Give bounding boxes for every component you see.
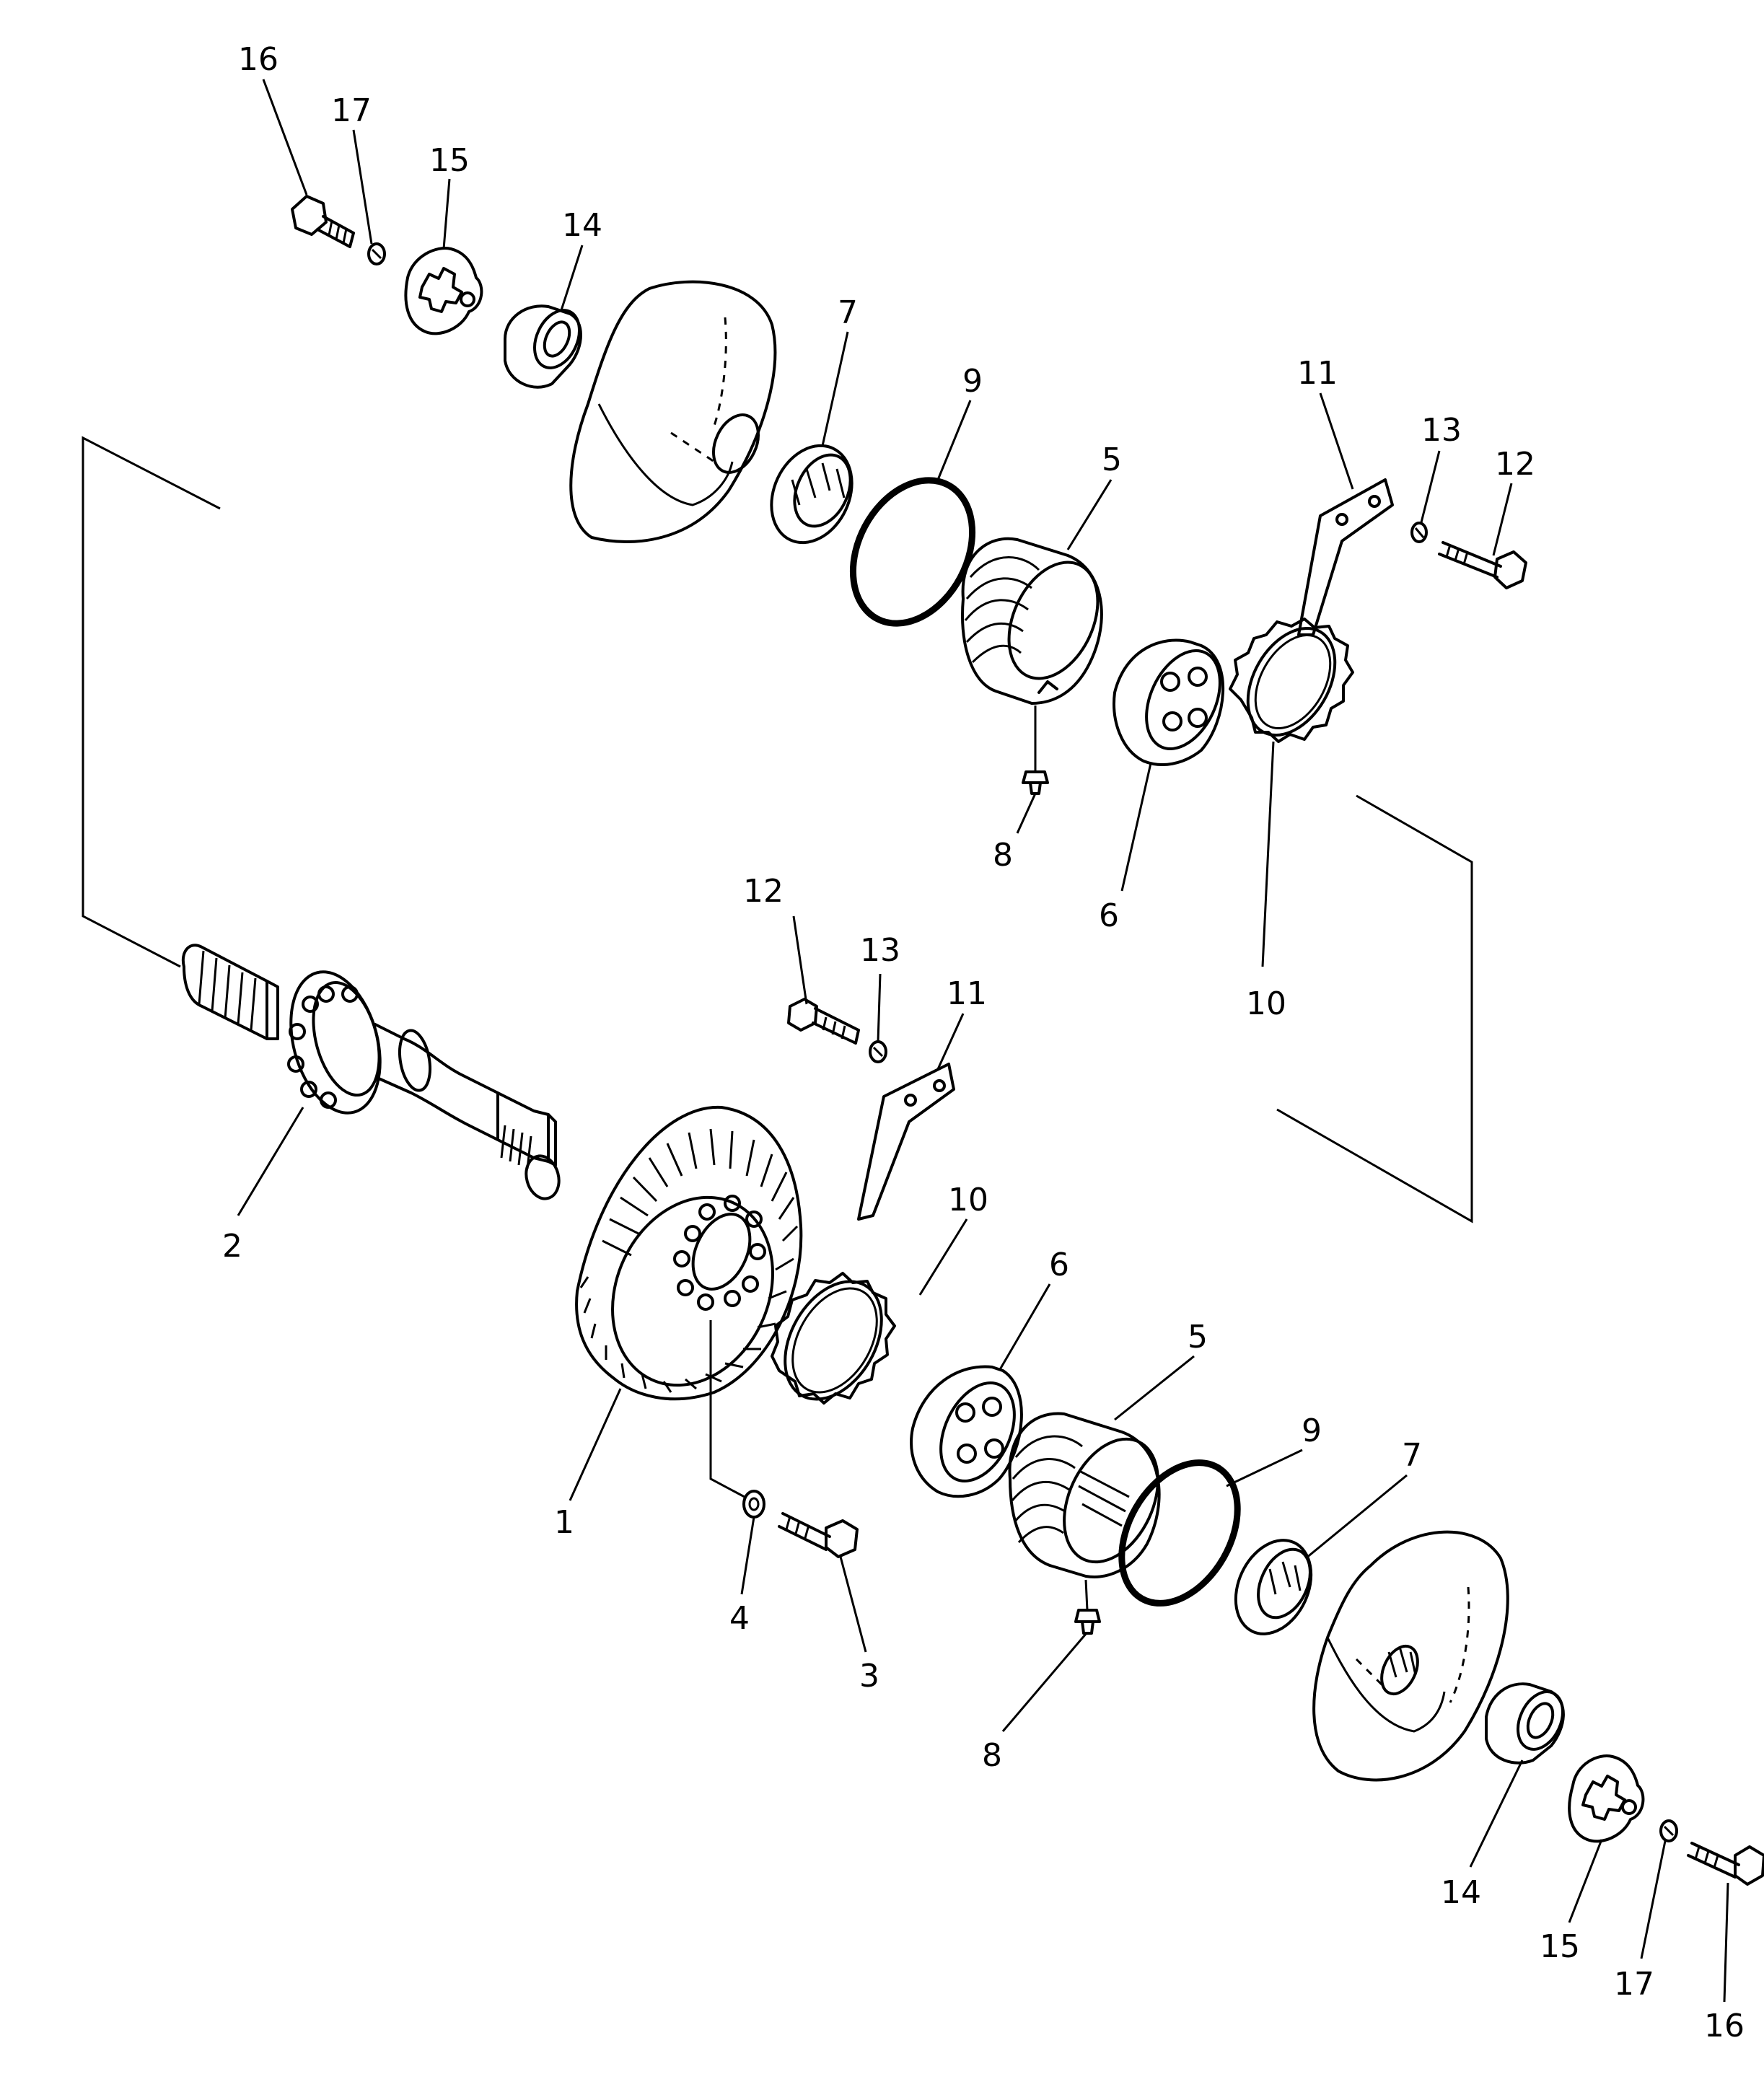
- group-bracket-left: [82, 436, 221, 968]
- callout-1: 1: [554, 1504, 574, 1541]
- part-8-plug-upper: [1022, 770, 1049, 795]
- callout-8-upper: 8: [993, 837, 1013, 874]
- part-11-lock-bracket-upper: [1297, 478, 1394, 636]
- callout-6-upper: 6: [1099, 897, 1119, 934]
- leader-lines: [237, 79, 1729, 2003]
- retainer-cover-upper: [569, 280, 777, 544]
- part-14-seal-lower: [1485, 1682, 1565, 1765]
- callout-5-upper: 5: [1102, 441, 1122, 478]
- part-11-lock-bracket-lower: [857, 1063, 955, 1221]
- part-16-bolt-lower: [1687, 1842, 1764, 1886]
- part-5-cage-upper: [961, 537, 1103, 705]
- part-13-washer-lower: [869, 1040, 887, 1063]
- part-15-lock-plate-lower: [1568, 1754, 1645, 1843]
- callout-13-upper: 13: [1421, 412, 1462, 449]
- callout-10-lower: 10: [948, 1182, 988, 1218]
- group-bracket-right: [1276, 794, 1473, 1223]
- retainer-cover-lower: [1312, 1530, 1509, 1782]
- part-15-lock-plate-upper: [404, 247, 483, 335]
- part-17-washer-lower: [1659, 1819, 1678, 1842]
- callout-10-upper: 10: [1246, 985, 1286, 1022]
- part-17-washer-upper: [367, 242, 386, 265]
- callout-2: 2: [222, 1228, 242, 1265]
- part-13-washer-upper: [1410, 522, 1428, 543]
- part-5-cage-lower: [1008, 1412, 1161, 1578]
- callout-11-upper: 11: [1297, 355, 1338, 392]
- callout-14-lower: 14: [1441, 1874, 1481, 1911]
- callout-13-lower: 13: [860, 932, 900, 969]
- callout-4: 4: [729, 1600, 750, 1637]
- part-12-bolt-lower: [787, 998, 860, 1045]
- part-12-bolt-upper: [1438, 541, 1527, 589]
- callout-8-lower: 8: [982, 1737, 1002, 1774]
- part-7-bearing-upper: [770, 444, 854, 545]
- part-1-bevel-gear: [575, 1105, 803, 1401]
- callout-5-lower: 5: [1188, 1319, 1208, 1355]
- callout-16-upper: 16: [238, 41, 278, 78]
- part-10-lock-ring-upper: [1229, 618, 1354, 743]
- part-7-bearing-lower: [1234, 1539, 1313, 1635]
- callout-15-lower: 15: [1540, 1928, 1580, 1965]
- part-8-plug-lower: [1074, 1609, 1101, 1635]
- callout-9-lower: 9: [1302, 1412, 1322, 1449]
- part-4-washer: [742, 1490, 765, 1519]
- callout-17-lower: 17: [1614, 1966, 1654, 2003]
- part-10-lock-ring-lower: [771, 1272, 896, 1405]
- callout-3: 3: [859, 1658, 879, 1695]
- part-6-ball-bearing-lower: [910, 1365, 1023, 1498]
- callout-12-lower: 12: [743, 873, 784, 910]
- callout-7-lower: 7: [1402, 1437, 1422, 1474]
- part-9-o-ring-lower: [1118, 1459, 1241, 1607]
- callout-14-upper: 14: [562, 207, 602, 244]
- part-9-o-ring-upper: [849, 477, 976, 627]
- callout-12-upper: 12: [1495, 446, 1535, 483]
- callout-6-lower: 6: [1049, 1247, 1069, 1283]
- part-16-bolt-upper: [291, 195, 355, 248]
- callout-16-lower: 16: [1704, 2008, 1745, 2044]
- callout-9-upper: 9: [962, 363, 983, 400]
- callout-11-lower: 11: [947, 975, 987, 1012]
- part-2-shaft: [181, 944, 561, 1200]
- callout-15-upper: 15: [429, 142, 470, 179]
- part-3-bolt: [778, 1512, 859, 1558]
- callout-7-upper: 7: [838, 294, 858, 331]
- callout-17-upper: 17: [331, 92, 372, 129]
- part-14-seal-upper: [504, 304, 582, 389]
- part-6-ball-bearing-upper: [1113, 638, 1224, 766]
